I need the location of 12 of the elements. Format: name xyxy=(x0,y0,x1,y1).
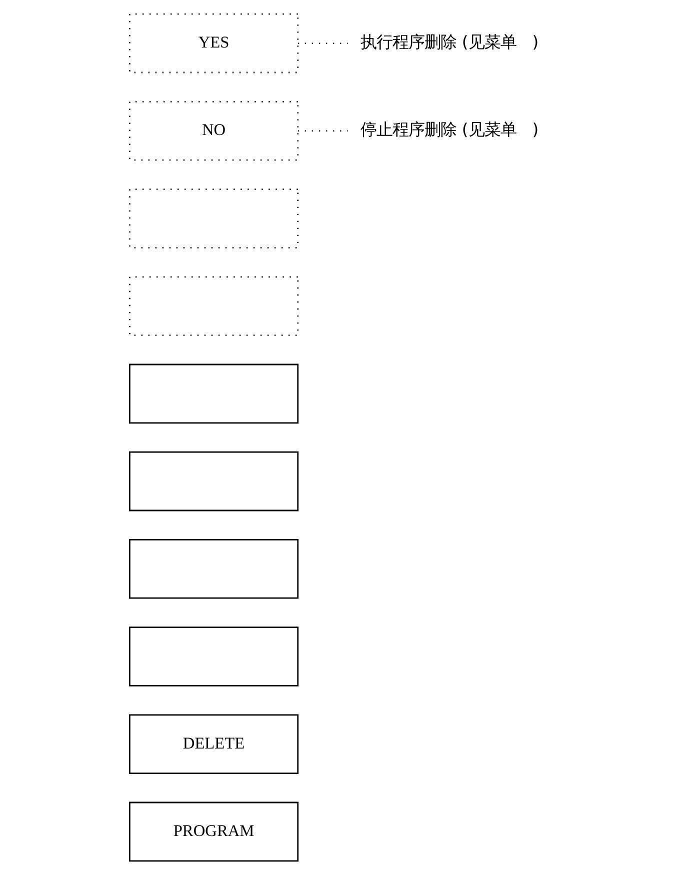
node-box: DELETE xyxy=(128,714,298,774)
node-box: NO xyxy=(128,100,298,160)
node-box xyxy=(128,626,298,686)
node-text: 执行程序删除 (见菜单 ) xyxy=(360,32,538,52)
node-box xyxy=(128,538,298,598)
node-box: PROGRAM xyxy=(128,801,298,862)
node-box xyxy=(128,276,298,336)
node-box xyxy=(128,188,298,248)
node-box xyxy=(128,450,298,511)
node-box: YES xyxy=(128,12,298,73)
node-text: 停止程序删除 (见菜单 ) xyxy=(360,120,538,139)
node-box xyxy=(128,363,298,424)
